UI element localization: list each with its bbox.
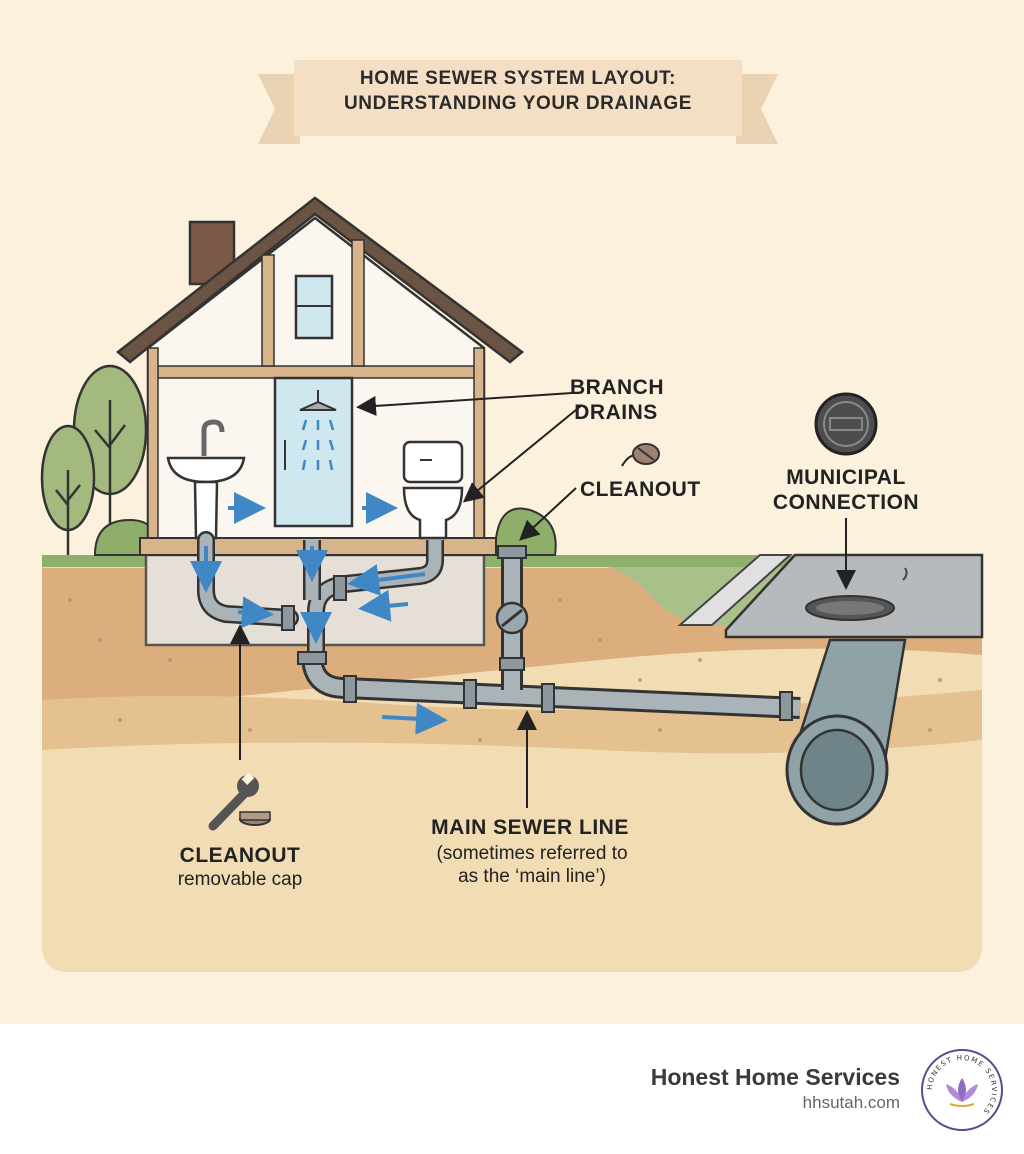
main-sewer-line-label: MAIN SEWER LINE <box>431 816 629 839</box>
brand-block: Honest Home Services hhsutah.com <box>651 1064 900 1113</box>
municipal-main-pipe <box>785 595 907 826</box>
sink <box>166 419 246 540</box>
cleanout-top-label: CLEANOUT <box>580 478 701 501</box>
company-logo: HONEST HOME SERVICES <box>921 1049 1003 1131</box>
shower <box>273 376 354 528</box>
cleanout-cap-icon <box>632 443 660 465</box>
footer <box>0 1024 1024 1154</box>
title-line-2: UNDERSTANDING YOUR DRAINAGE <box>343 93 692 115</box>
branch-drains-label: BRANCH DRAINS <box>570 376 664 425</box>
lotus-icon <box>946 1078 978 1107</box>
callout-arrows <box>230 392 856 808</box>
pipes <box>197 531 801 721</box>
flow-arrows <box>190 492 448 735</box>
main-sewer-line-sublabel: (sometimes referred to as the ‘main line… <box>436 843 628 887</box>
removable-cap-icon <box>239 811 271 826</box>
sewer-diagram <box>40 60 984 972</box>
toilet <box>402 440 464 540</box>
municipal-connection-label: MUNICIPAL CONNECTION <box>772 466 920 515</box>
roof <box>116 196 525 364</box>
soil-speckles <box>68 598 942 742</box>
cleanout-bottom-label: CLEANOUT <box>179 844 301 867</box>
title-banner <box>258 60 778 144</box>
company-url[interactable]: hhsutah.com <box>802 1093 900 1112</box>
page-title: HOME SEWER SYSTEM LAYOUT: UNDERSTANDING … <box>300 66 736 116</box>
wrench-icon <box>208 772 259 831</box>
cleanout-bottom-sublabel: removable cap <box>177 869 303 890</box>
company-name: Honest Home Services <box>650 1064 900 1090</box>
title-line-1: HOME SEWER SYSTEM LAYOUT: <box>359 68 677 89</box>
manhole-cover-icon <box>814 392 878 456</box>
